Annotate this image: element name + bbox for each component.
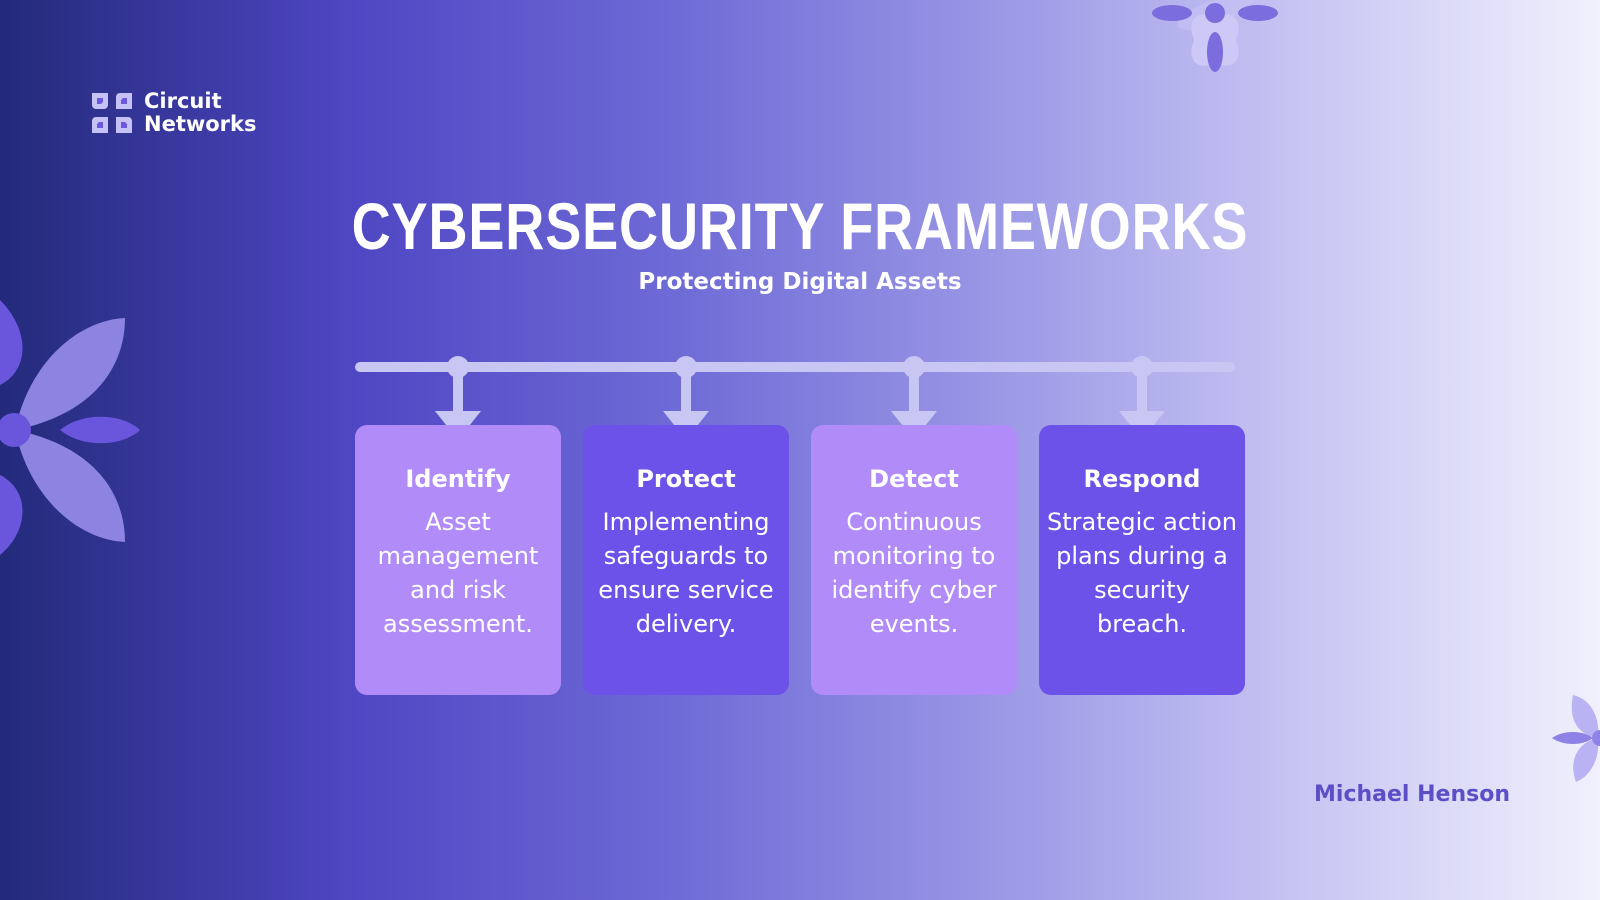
author-name: Michael Henson bbox=[1314, 782, 1510, 807]
top-flower-decoration bbox=[1152, 0, 1278, 72]
brand-name-line1: Circuit bbox=[144, 89, 222, 113]
brand-logo[interactable]: Circuit Networks bbox=[90, 90, 257, 136]
card-identify: Identify Asset management and risk asses… bbox=[355, 425, 561, 695]
circuit-networks-logo-icon bbox=[92, 93, 132, 133]
card-respond: Respond Strategic action plans during a … bbox=[1039, 425, 1245, 695]
card-title: Respond bbox=[1083, 465, 1201, 493]
card-title: Identify bbox=[405, 465, 511, 493]
page-title: CYBERSECURITY FRAMEWORKS bbox=[351, 189, 1249, 263]
card-detect: Detect Continuous monitoring to identify… bbox=[811, 425, 1017, 695]
card-title: Detect bbox=[869, 465, 959, 493]
page-subtitle: Protecting Digital Assets bbox=[638, 269, 962, 295]
card-description: Strategic action plans during a security… bbox=[1047, 508, 1237, 638]
card-title: Protect bbox=[636, 465, 736, 493]
card-protect: Protect Implementing safeguards to ensur… bbox=[583, 425, 789, 695]
card-description: Continuous monitoring to identify cyber … bbox=[831, 508, 997, 638]
brand-name-line2: Networks bbox=[144, 112, 257, 136]
right-flower-decoration bbox=[1552, 695, 1600, 782]
card-description: Asset management and risk assessment. bbox=[377, 508, 539, 638]
brand-name: Circuit Networks bbox=[144, 90, 257, 136]
timeline-bar bbox=[355, 362, 1235, 372]
left-flower-decoration bbox=[0, 300, 140, 555]
card-description: Implementing safeguards to ensure servic… bbox=[598, 508, 774, 638]
